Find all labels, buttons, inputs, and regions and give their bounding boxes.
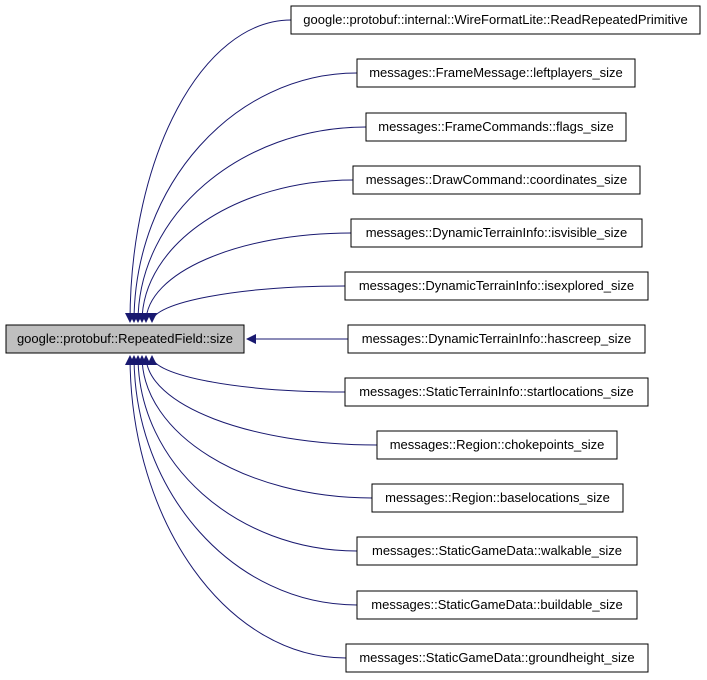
caller-node-box	[356, 58, 636, 88]
call-edge	[141, 232, 352, 323]
caller-node-box	[356, 590, 638, 620]
caller-node[interactable]: messages::DrawCommand::coordinates_size	[352, 165, 641, 195]
caller-node-label: messages::StaticGameData::walkable_size	[372, 543, 622, 558]
call-edge	[129, 355, 358, 606]
caller-node[interactable]: google::protobuf::internal::WireFormatLi…	[290, 5, 701, 35]
caller-node[interactable]: messages::Region::baselocations_size	[371, 483, 624, 513]
caller-node[interactable]: messages::StaticGameData::groundheight_s…	[345, 643, 649, 673]
caller-node-box	[350, 218, 643, 248]
caller-node-label: messages::DynamicTerrainInfo::isexplored…	[359, 278, 634, 293]
caller-node[interactable]: messages::DynamicTerrainInfo::isexplored…	[344, 271, 649, 301]
caller-node[interactable]: messages::DynamicTerrainInfo::isvisible_…	[350, 218, 643, 248]
caller-node-label: messages::StaticGameData::buildable_size	[371, 597, 622, 612]
caller-node-box	[347, 324, 646, 354]
call-edge	[125, 19, 292, 323]
caller-node[interactable]: messages::StaticTerrainInfo::startlocati…	[344, 377, 649, 407]
call-edge	[137, 355, 373, 499]
call-edge	[137, 179, 354, 323]
caller-node-box	[290, 5, 701, 35]
caller-node-label: messages::FrameMessage::leftplayers_size	[369, 65, 623, 80]
caller-node-label: messages::Region::baselocations_size	[385, 490, 610, 505]
caller-node-box	[365, 112, 627, 142]
source-node-label: google::protobuf::RepeatedField::size	[17, 331, 233, 346]
caller-node-label: messages::StaticTerrainInfo::startlocati…	[359, 384, 634, 399]
call-edge	[147, 355, 346, 393]
call-edge	[133, 126, 367, 323]
caller-node-box	[344, 377, 649, 407]
source-node[interactable]: google::protobuf::RepeatedField::size	[5, 324, 245, 354]
caller-node-box	[352, 165, 641, 195]
caller-node-label: messages::StaticGameData::groundheight_s…	[359, 650, 634, 665]
caller-node[interactable]: messages::Region::chokepoints_size	[376, 430, 618, 460]
caller-node-box	[345, 643, 649, 673]
edges	[125, 19, 378, 659]
call-edge	[129, 72, 358, 323]
caller-node-label: messages::DynamicTerrainInfo::isvisible_…	[366, 225, 628, 240]
caller-node[interactable]: messages::StaticGameData::walkable_size	[356, 536, 638, 566]
caller-node-label: google::protobuf::internal::WireFormatLi…	[303, 12, 687, 27]
call-edge	[133, 355, 358, 552]
caller-node[interactable]: messages::DynamicTerrainInfo::hascreep_s…	[347, 324, 646, 354]
caller-node-label: messages::FrameCommands::flags_size	[378, 119, 614, 134]
caller-node-label: messages::DynamicTerrainInfo::hascreep_s…	[362, 331, 632, 346]
caller-node-label: messages::DrawCommand::coordinates_size	[366, 172, 628, 187]
caller-node[interactable]: messages::FrameCommands::flags_size	[365, 112, 627, 142]
caller-node-box	[376, 430, 618, 460]
caller-node[interactable]: messages::StaticGameData::buildable_size	[356, 590, 638, 620]
call-edge	[141, 355, 378, 446]
call-edge	[125, 355, 347, 659]
caller-node-box	[356, 536, 638, 566]
caller-node-box	[371, 483, 624, 513]
nodes: google::protobuf::RepeatedField::size go…	[5, 5, 701, 673]
caller-node[interactable]: messages::FrameMessage::leftplayers_size	[356, 58, 636, 88]
call-edge	[147, 285, 346, 323]
caller-node-box	[344, 271, 649, 301]
caller-node-label: messages::Region::chokepoints_size	[390, 437, 605, 452]
